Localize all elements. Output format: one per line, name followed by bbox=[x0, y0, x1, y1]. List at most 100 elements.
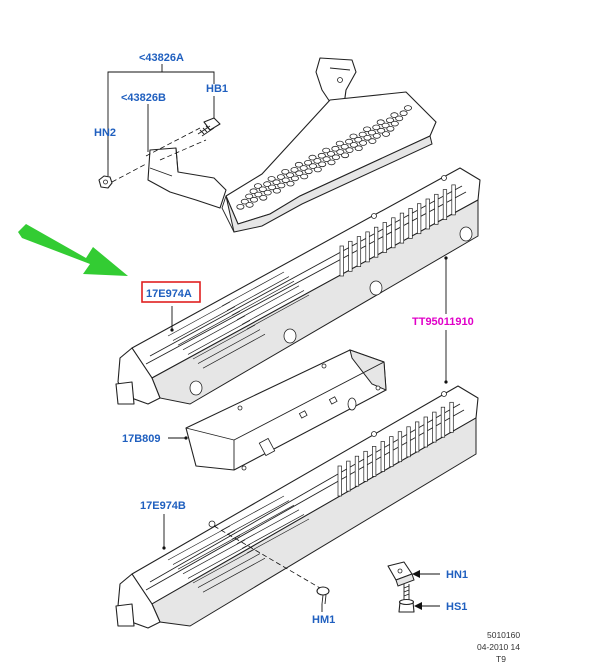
rail-rib bbox=[372, 446, 377, 477]
tread-line bbox=[226, 500, 290, 535]
plate-dimple bbox=[363, 135, 372, 141]
tread-line bbox=[221, 271, 285, 307]
callout-hs1: HS1 bbox=[446, 601, 467, 613]
tread-line bbox=[231, 504, 295, 540]
tread-line bbox=[197, 329, 261, 364]
step-bracket bbox=[147, 147, 227, 209]
rail-rib bbox=[348, 240, 353, 272]
rail-rib bbox=[337, 465, 342, 497]
rail-rib bbox=[434, 193, 439, 225]
tread-line bbox=[241, 290, 305, 325]
plate-dimple bbox=[267, 176, 276, 182]
rail-rib bbox=[406, 426, 411, 458]
plate-dimple bbox=[399, 110, 408, 116]
plate-dimple bbox=[290, 175, 299, 182]
plate-dimple bbox=[304, 168, 313, 175]
sill-rail-lower-ribs bbox=[337, 401, 454, 497]
plate-dimple bbox=[236, 204, 245, 210]
tread-line bbox=[182, 539, 246, 575]
footer-line-2: 04-2010 14 bbox=[477, 642, 520, 652]
tread-line bbox=[202, 557, 266, 593]
rail-rib bbox=[423, 416, 428, 448]
rail-rib bbox=[346, 460, 351, 492]
plate-dimple bbox=[254, 191, 263, 198]
plate-dimple bbox=[359, 140, 368, 146]
tread-line bbox=[177, 310, 241, 346]
plate-dimple bbox=[372, 124, 381, 131]
plate-dimple bbox=[272, 187, 281, 194]
rail-rib bbox=[451, 184, 456, 216]
tread-line bbox=[167, 525, 231, 561]
tread-line bbox=[172, 306, 236, 341]
rail-rib bbox=[415, 421, 420, 453]
plate-dimple bbox=[376, 119, 385, 125]
callout-43826a: <43826A bbox=[139, 52, 184, 64]
rail-rib bbox=[389, 436, 394, 467]
plate-dimple bbox=[345, 147, 354, 153]
plate-dimple bbox=[386, 126, 395, 132]
tread-line bbox=[231, 280, 295, 316]
plate-dimple bbox=[259, 195, 268, 201]
plate-dimple bbox=[331, 145, 340, 152]
plate-dimple bbox=[308, 154, 317, 161]
rail-rib bbox=[363, 450, 368, 482]
pointer-arrow-icon bbox=[18, 224, 128, 276]
tread-line bbox=[172, 530, 236, 565]
plate-dimple bbox=[286, 180, 295, 187]
plate-dimple bbox=[335, 140, 344, 147]
plate-dimple bbox=[367, 129, 376, 136]
tread-line bbox=[187, 320, 251, 355]
callout-hn2: HN2 bbox=[94, 127, 116, 139]
rail-rib bbox=[382, 222, 387, 253]
tread-line bbox=[236, 509, 300, 545]
rail-rib bbox=[397, 431, 403, 463]
callout-hn1: HN1 bbox=[446, 569, 468, 581]
callout-43826b: <43826B bbox=[121, 92, 166, 104]
step-plate-holes bbox=[236, 105, 412, 210]
tread-line bbox=[241, 514, 305, 549]
rail-rib bbox=[417, 203, 422, 235]
tread-line bbox=[221, 495, 285, 531]
plate-dimple bbox=[277, 182, 286, 189]
tread-line bbox=[246, 294, 310, 330]
rail-rib bbox=[380, 441, 385, 472]
rail-rib bbox=[432, 411, 437, 443]
plate-dimple bbox=[326, 151, 335, 157]
tread-line bbox=[226, 276, 290, 311]
plate-dimple bbox=[354, 145, 363, 152]
footer-line-3: T9 bbox=[496, 654, 506, 664]
rail-rib bbox=[425, 198, 430, 230]
sill-rail-upper-tread bbox=[167, 271, 310, 369]
tread-line bbox=[192, 548, 256, 584]
plate-dimple bbox=[300, 173, 309, 180]
plate-dimple bbox=[341, 152, 350, 159]
tread-line bbox=[167, 301, 231, 337]
plate-dimple bbox=[304, 160, 313, 166]
callout-hm1: HM1 bbox=[312, 614, 335, 626]
rail-rib bbox=[449, 401, 454, 433]
callout-tt95011910: TT95011910 bbox=[412, 316, 474, 328]
bolt-hb1 bbox=[197, 117, 221, 137]
rail-rib bbox=[399, 212, 405, 244]
nut-hn2 bbox=[98, 175, 113, 189]
callout-17b809: 17B809 bbox=[122, 433, 161, 445]
tread-line bbox=[187, 544, 251, 579]
plate-dimple bbox=[331, 154, 340, 161]
plate-dimple bbox=[403, 105, 412, 111]
plate-dimple bbox=[299, 165, 308, 171]
tread-line bbox=[182, 315, 246, 351]
tread-line bbox=[197, 553, 261, 588]
plate-dimple bbox=[372, 133, 381, 139]
plate-dimple bbox=[313, 166, 322, 173]
plate-dimple bbox=[327, 159, 336, 166]
plate-dimple bbox=[395, 115, 404, 122]
push-pin-hm1 bbox=[316, 586, 330, 605]
plate-dimple bbox=[313, 158, 322, 164]
tread-line bbox=[246, 518, 310, 554]
plate-dimple bbox=[317, 152, 326, 159]
rail-rib bbox=[365, 231, 370, 263]
plate-dimple bbox=[390, 120, 399, 127]
plate-dimple bbox=[249, 196, 258, 203]
clip-nut-hn1 bbox=[387, 561, 415, 587]
